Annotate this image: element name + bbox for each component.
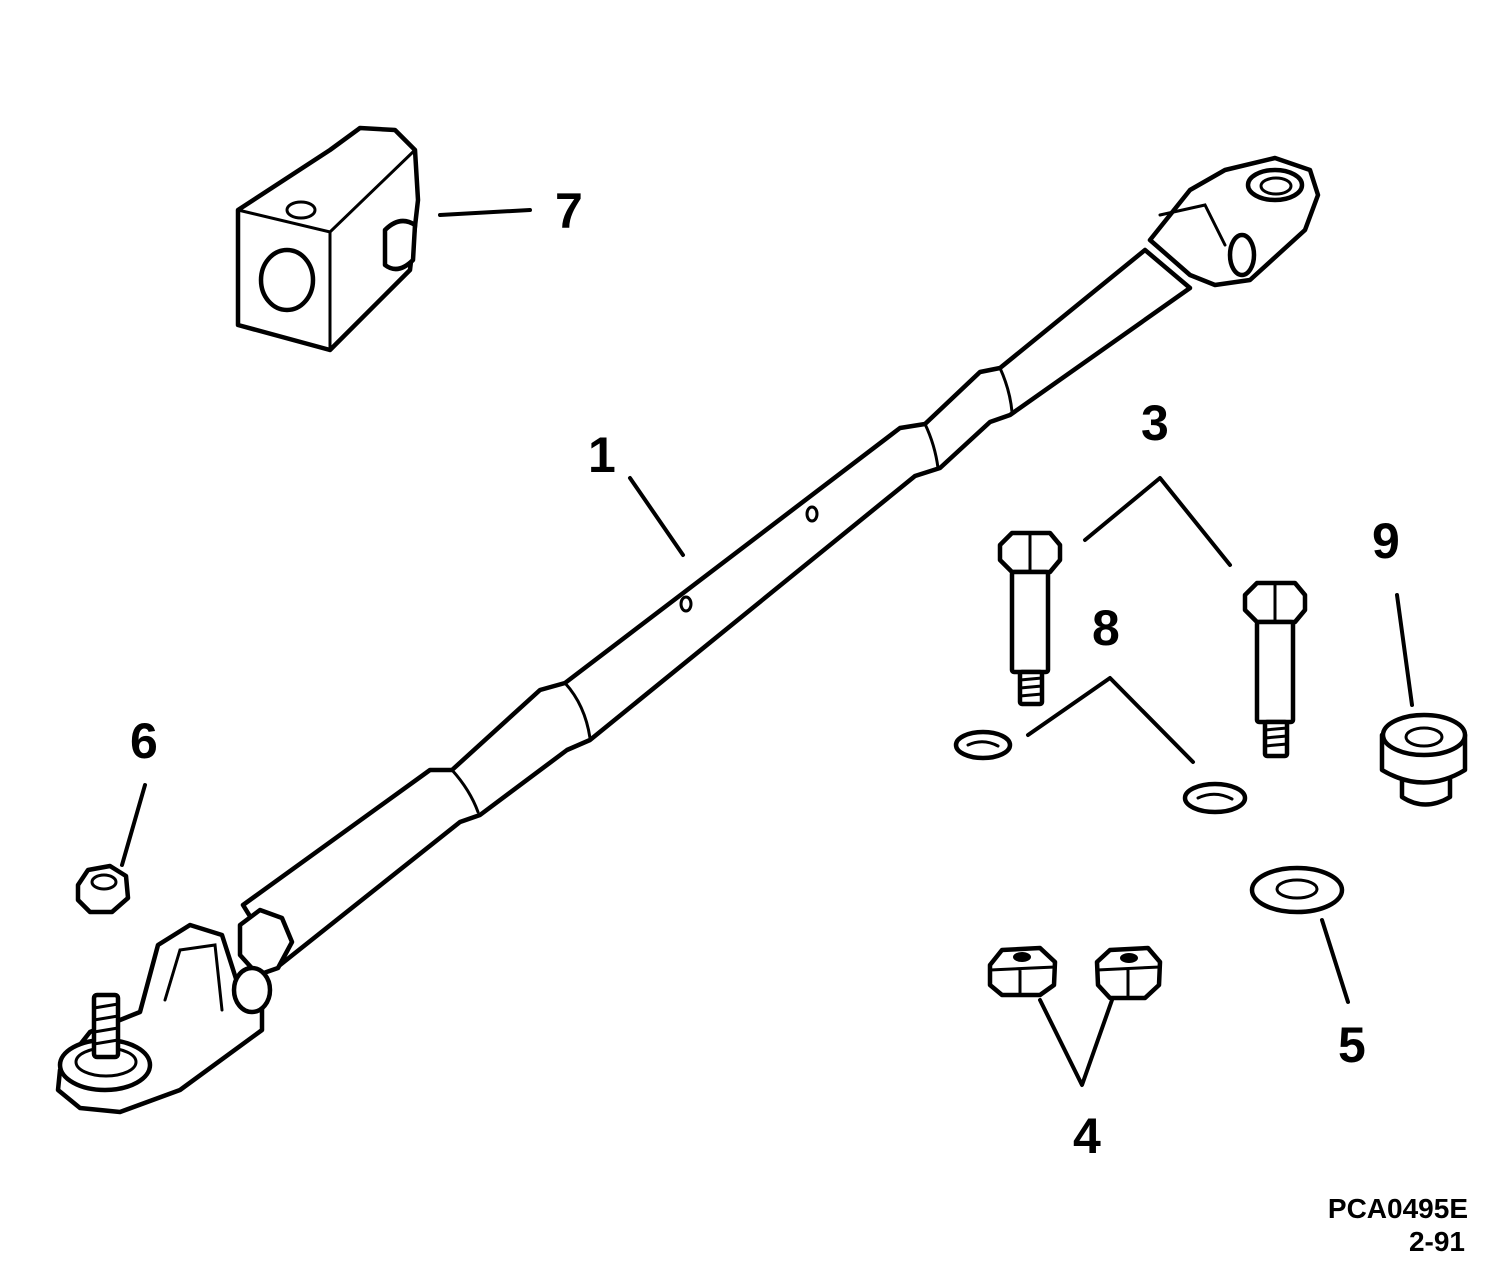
leader-6 [120, 783, 147, 867]
callout-8: 8 [1092, 600, 1120, 656]
wave-washer-left [953, 729, 1013, 761]
bolt-right [1242, 580, 1308, 759]
lock-nut [75, 863, 131, 915]
hex-nut-left [987, 945, 1058, 998]
bushing [1379, 712, 1468, 807]
leader-5 [1320, 918, 1350, 1004]
bolt-left [997, 530, 1063, 707]
drawing-date: 2-91 [1409, 1226, 1465, 1257]
callout-6: 6 [130, 713, 158, 769]
hex-nut-right [1094, 945, 1163, 1001]
leader-1 [628, 476, 685, 557]
callout-9: 9 [1372, 513, 1400, 569]
clevis-block [235, 125, 421, 353]
leader-8 [1026, 676, 1195, 764]
callout-4: 4 [1073, 1108, 1101, 1164]
callout-7: 7 [555, 183, 583, 239]
callout-5: 5 [1338, 1017, 1366, 1073]
leader-lines [120, 208, 1414, 1087]
leader-9 [1395, 593, 1414, 707]
leader-4 [1038, 998, 1114, 1087]
flat-washer [1249, 865, 1345, 915]
drawing-code: PCA0495E [1328, 1193, 1468, 1224]
callout-3: 3 [1141, 395, 1169, 451]
callout-1: 1 [588, 427, 616, 483]
leader-3 [1083, 476, 1232, 567]
wave-washer-right [1182, 781, 1248, 815]
leader-7 [438, 208, 532, 217]
link-rod [55, 155, 1321, 1115]
